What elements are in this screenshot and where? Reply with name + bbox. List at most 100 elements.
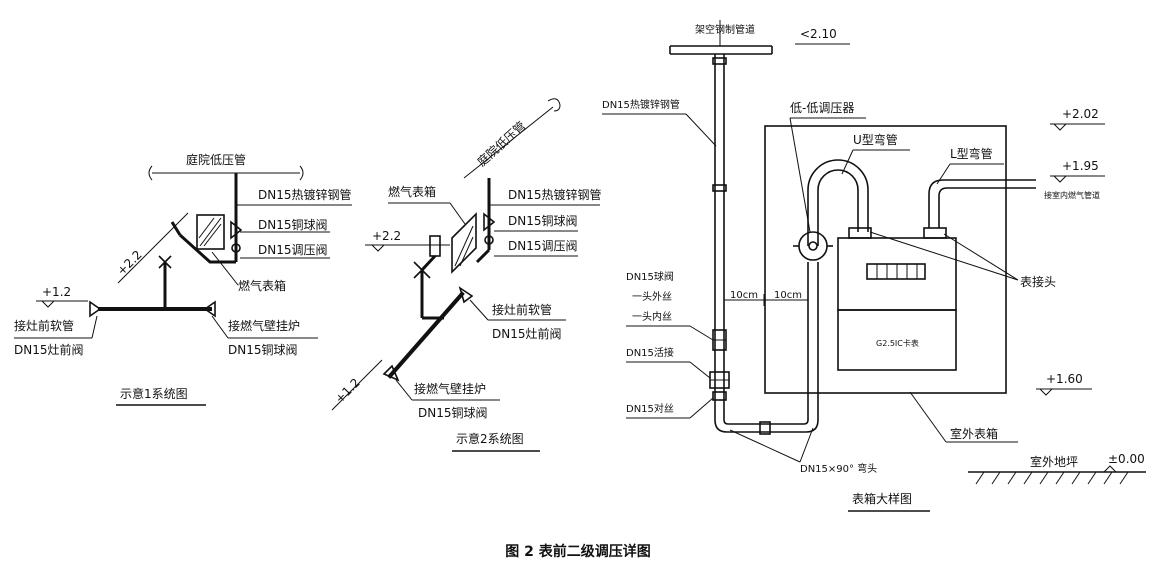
scheme1-title: 示意1系统图 <box>120 386 188 401</box>
detail-dim-right: 10cm <box>774 290 802 301</box>
leader-line <box>685 113 717 147</box>
boiler-valve-symbol <box>382 364 400 382</box>
leader-line <box>689 397 714 419</box>
outdoor-meter-box <box>764 125 1007 394</box>
u-bend-pipe <box>807 159 869 246</box>
ball-valve-symbol <box>230 220 243 240</box>
detail-meter-joint-label: 表接头 <box>1020 274 1056 289</box>
scheme1-boiler-label: 接燃气壁挂炉 <box>228 318 300 333</box>
bottom-elbow-pipe <box>714 419 819 433</box>
leader-line <box>449 202 466 225</box>
detail-outdoor-box-label: 室外表箱 <box>950 426 998 441</box>
leader-line <box>943 233 1019 281</box>
detail-ext-thread-label: 一头外丝 <box>632 291 672 303</box>
detail-steel-pipe-label: DN15热镀锌钢管 <box>602 98 680 111</box>
courtyard-pipe-line <box>463 106 554 179</box>
break-mark <box>148 165 153 181</box>
break-mark <box>547 98 561 112</box>
u-bend-pipe <box>817 169 859 246</box>
detail-lowlow-regulator-label: 低-低调压器 <box>790 101 854 115</box>
meter-joint-right <box>923 227 947 239</box>
pipe-segment <box>475 248 491 264</box>
scheme2-regulator-label: DN15调压阀 <box>508 239 578 253</box>
scheme1-courtyard-pipe-label: 庭院低压管 <box>186 152 246 167</box>
leader-line <box>841 149 854 175</box>
scheme2-boiler-valve-label: DN15铜球阀 <box>418 405 488 420</box>
meter-joint-left <box>848 227 872 239</box>
scheme2-elev-22: +2.2 <box>372 229 401 243</box>
nipple-fitting <box>712 391 727 401</box>
scheme1-stove-valve-label: DN15灶前阀 <box>14 342 84 357</box>
detail-l-bend-label: L型弯管 <box>950 146 993 161</box>
elevation-marker <box>371 244 385 252</box>
scheme1-meter-box <box>196 214 225 250</box>
leader-line <box>729 429 801 463</box>
valve-symbol <box>413 261 431 279</box>
coupling <box>712 184 727 192</box>
detail-elev-210: <2.10 <box>800 27 837 41</box>
detail-meter-label: G2.5IC卡表 <box>876 338 919 348</box>
detail-indoor-pipe-label: 接室内燃气管道 <box>1044 190 1100 200</box>
leader-line <box>211 251 239 286</box>
scheme1-stove-hose-label: 接灶前软管 <box>14 318 74 333</box>
detail-ground-label: 室外地坪 <box>1030 454 1078 469</box>
scheme1-steel-pipe-label: DN15热镀锌钢管 <box>258 187 352 202</box>
scheme1-ball-valve-label: DN15铜球阀 <box>258 217 328 232</box>
leader-line <box>936 163 951 185</box>
detail-elev-000: ±0.00 <box>1108 452 1145 466</box>
l-bend-pipe <box>938 187 1036 228</box>
scheme-2-diagram: 庭院低压管 燃气表箱 DN15热镀锌钢管 DN15铜球阀 DN15调压阀 +2.… <box>331 98 602 452</box>
elbow-coupling <box>759 421 771 435</box>
detail-dim-left: 10cm <box>730 290 758 301</box>
elevation-diagonal <box>331 359 383 411</box>
scheme1-meter-box-label: 燃气表箱 <box>238 278 286 293</box>
hatch <box>203 223 222 247</box>
scheme1-regulator-label: DN15调压阀 <box>258 243 328 257</box>
gas-meter-lower <box>837 309 957 371</box>
scheme2-title: 示意2系统图 <box>456 431 524 446</box>
scheme2-meter-box-label: 燃气表箱 <box>388 184 436 199</box>
pipe-segment <box>170 221 182 236</box>
meter-box-detail-diagram: 架空钢制管道 <2.10 DN15热镀锌钢管 低-低调压器 U型弯管 <box>602 20 1146 512</box>
leader-line <box>91 315 98 339</box>
leader-line <box>689 361 711 379</box>
scheme1-elev-12: +1.2 <box>42 285 71 299</box>
stove-valve-symbol <box>89 300 102 318</box>
leader-line <box>395 379 413 401</box>
detail-title: 表箱大样图 <box>852 491 912 506</box>
pipe-segment <box>178 233 236 264</box>
detail-int-thread-label: 一头内丝 <box>632 310 672 323</box>
detail-ball-valve-label: DN15球阀 <box>626 270 674 283</box>
scheme-1-diagram: 庭院低压管 DN15热镀锌钢管 DN15铜球阀 DN15调压阀 燃气表箱 +2.… <box>14 152 352 406</box>
hatch <box>454 225 474 267</box>
regulator-core <box>808 241 818 251</box>
l-bend-pipe <box>928 179 1036 228</box>
elevation-diagonal <box>117 212 189 284</box>
bottom-elbow-pipe <box>723 419 809 425</box>
detail-overhead-pipe-label: 架空钢制管道 <box>695 23 755 36</box>
scheme2-ball-valve-label: DN15铜球阀 <box>508 213 578 228</box>
leader-line <box>869 231 1019 281</box>
coupling <box>712 57 727 65</box>
leader-line <box>689 325 714 341</box>
scheme1-boiler-valve-label: DN15铜球阀 <box>228 342 298 357</box>
detail-elbow-label: DN15×90° 弯头 <box>800 462 877 475</box>
valve-symbol <box>158 255 172 269</box>
ball-valve-symbol <box>483 212 496 232</box>
elevation-marker <box>41 300 55 308</box>
boiler-valve-symbol <box>203 300 216 318</box>
elevation-marker <box>1053 123 1067 131</box>
scheme2-stove-hose-label: 接灶前软管 <box>492 302 552 317</box>
scheme2-meter-box <box>451 212 477 274</box>
leader-line <box>789 117 811 233</box>
regulator-symbol <box>484 235 494 245</box>
scheme2-diagonal-pipe <box>387 291 465 379</box>
detail-union-label: DN15活接 <box>626 346 674 359</box>
figure-caption: 图 2 表前二级调压详图 <box>505 543 651 560</box>
leader-line <box>799 427 814 463</box>
detail-nipple-label: DN15对丝 <box>626 402 674 415</box>
valve-block <box>429 235 441 257</box>
scheme2-steel-pipe-label: DN15热镀锌钢管 <box>508 187 602 202</box>
scheme2-boiler-label: 接燃气壁挂炉 <box>414 381 486 396</box>
